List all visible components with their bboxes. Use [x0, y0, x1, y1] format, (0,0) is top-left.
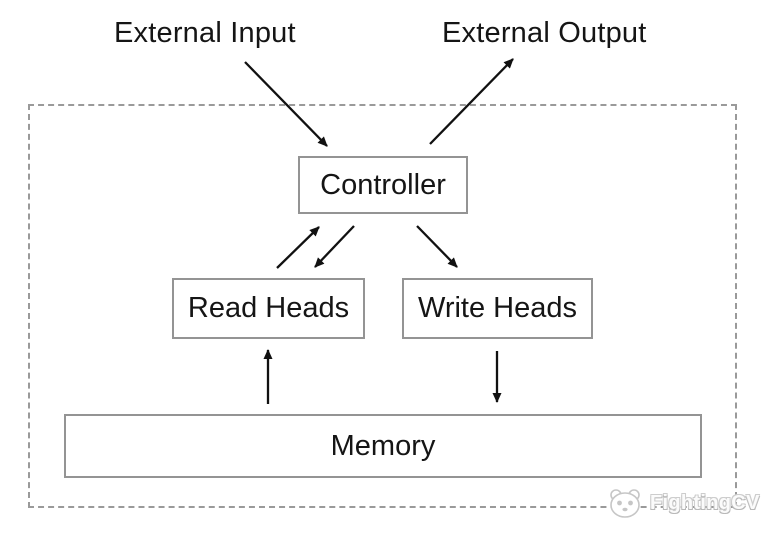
write-heads-node-label: Write Heads [417, 292, 578, 324]
read-heads-node: Read Heads [172, 278, 365, 339]
controller-node-label: Controller [320, 168, 446, 201]
watermark-text: FightingCV [650, 491, 760, 514]
external-output-label: External Output [442, 17, 647, 49]
panda-logo-icon [610, 489, 640, 518]
read-heads-node-label: Read Heads [187, 292, 350, 324]
watermark: FightingCV [602, 486, 760, 520]
memory-node: Memory [64, 414, 702, 478]
write-heads-node: Write Heads [402, 278, 593, 339]
system-boundary-frame [28, 104, 737, 508]
external-input-label: External Input [114, 17, 296, 49]
memory-node-label: Memory [330, 429, 436, 462]
controller-node: Controller [298, 156, 468, 214]
